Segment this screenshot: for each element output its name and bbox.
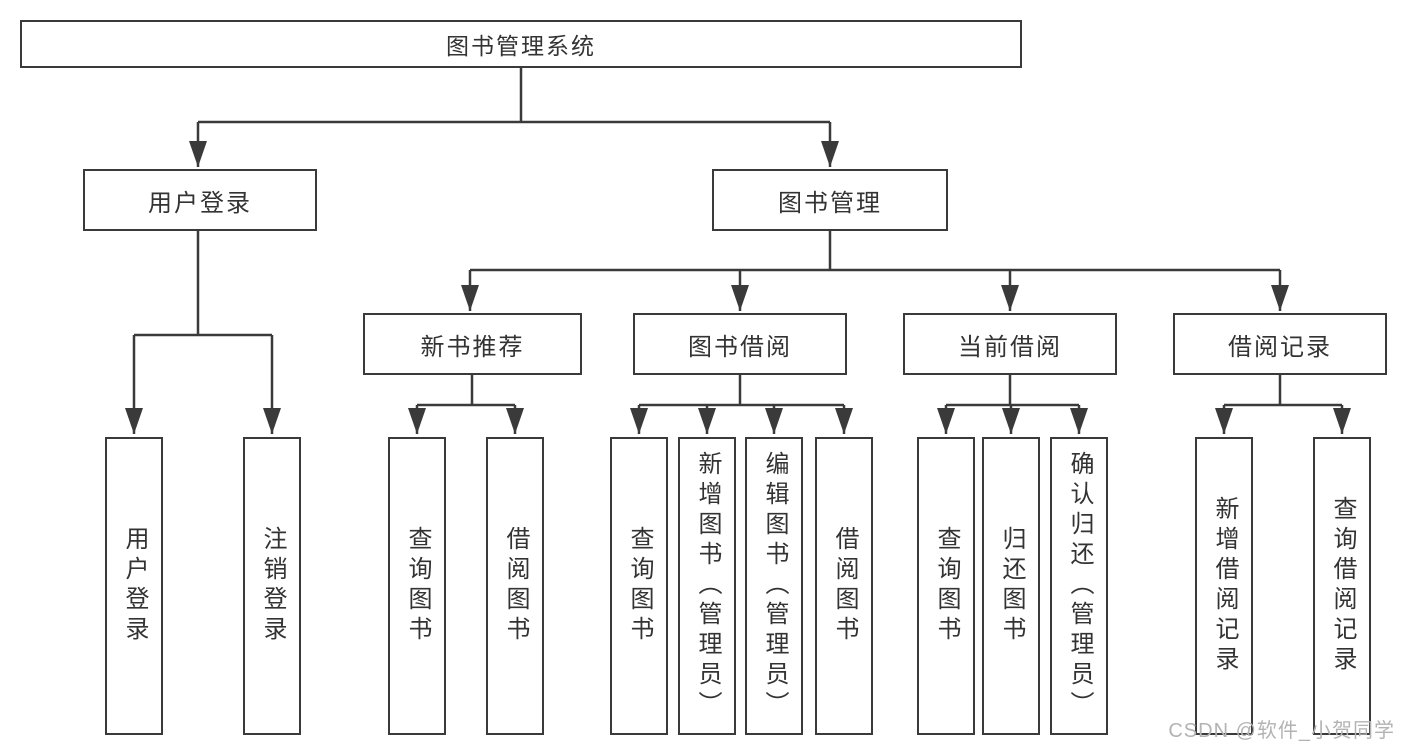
node-leaf-add-borrow-record: 新增借阅记录: [1195, 437, 1253, 735]
node-book-management-label: 图书管理: [778, 189, 882, 217]
node-borrowing-records-label: 借阅记录: [1228, 333, 1332, 361]
connector-currentborrow-to-leaves: [937, 375, 1088, 434]
node-book-borrowing-label: 图书借阅: [688, 333, 792, 361]
connector-root-to-level2: [189, 68, 839, 167]
node-leaf-query-books-current: 查询图书: [917, 437, 975, 735]
node-leaf-logout: 注销登录: [243, 437, 301, 735]
csdn-watermark: CSDN @软件_小贺同学: [1168, 720, 1395, 742]
node-leaf-borrow-books: 借阅图书: [815, 437, 873, 735]
node-new-book-recommendation-label: 新书推荐: [420, 333, 525, 361]
node-root-system: 图书管理系统: [20, 20, 1022, 68]
node-book-borrowing: 图书借阅: [633, 313, 847, 375]
node-root-system-label: 图书管理系统: [446, 33, 596, 59]
connector-userlogin-to-leaves: [125, 231, 281, 434]
connector-bookborrow-to-leaves: [630, 375, 853, 434]
node-new-book-recommendation: 新书推荐: [363, 313, 582, 375]
node-leaf-borrow-books-recommend: 借阅图书: [486, 437, 544, 735]
node-leaf-query-books-borrowing: 查询图书: [610, 437, 668, 735]
node-leaf-return-books: 归还图书: [982, 437, 1040, 735]
node-leaf-user-login: 用户登录: [105, 437, 163, 735]
node-leaf-add-books-admin: 新增图书（管理员）: [678, 437, 736, 735]
node-current-borrowing-label: 当前借阅: [958, 333, 1062, 361]
connector-borrowrecords-to-leaves: [1215, 375, 1351, 434]
node-book-management: 图书管理: [712, 169, 948, 231]
connector-bookmgmt-to-level3: [461, 231, 1289, 311]
node-user-login: 用户登录: [83, 169, 317, 231]
node-user-login-label: 用户登录: [148, 189, 252, 217]
node-leaf-query-books-recommend: 查询图书: [388, 437, 446, 735]
node-borrowing-records: 借阅记录: [1173, 313, 1387, 375]
node-current-borrowing: 当前借阅: [903, 313, 1117, 375]
connector-newbook-to-leaves: [408, 375, 524, 434]
node-leaf-query-borrow-record: 查询借阅记录: [1313, 437, 1371, 735]
node-leaf-confirm-return-admin: 确认归还（管理员）: [1050, 437, 1108, 735]
node-leaf-edit-books-admin: 编辑图书（管理员）: [745, 437, 803, 735]
